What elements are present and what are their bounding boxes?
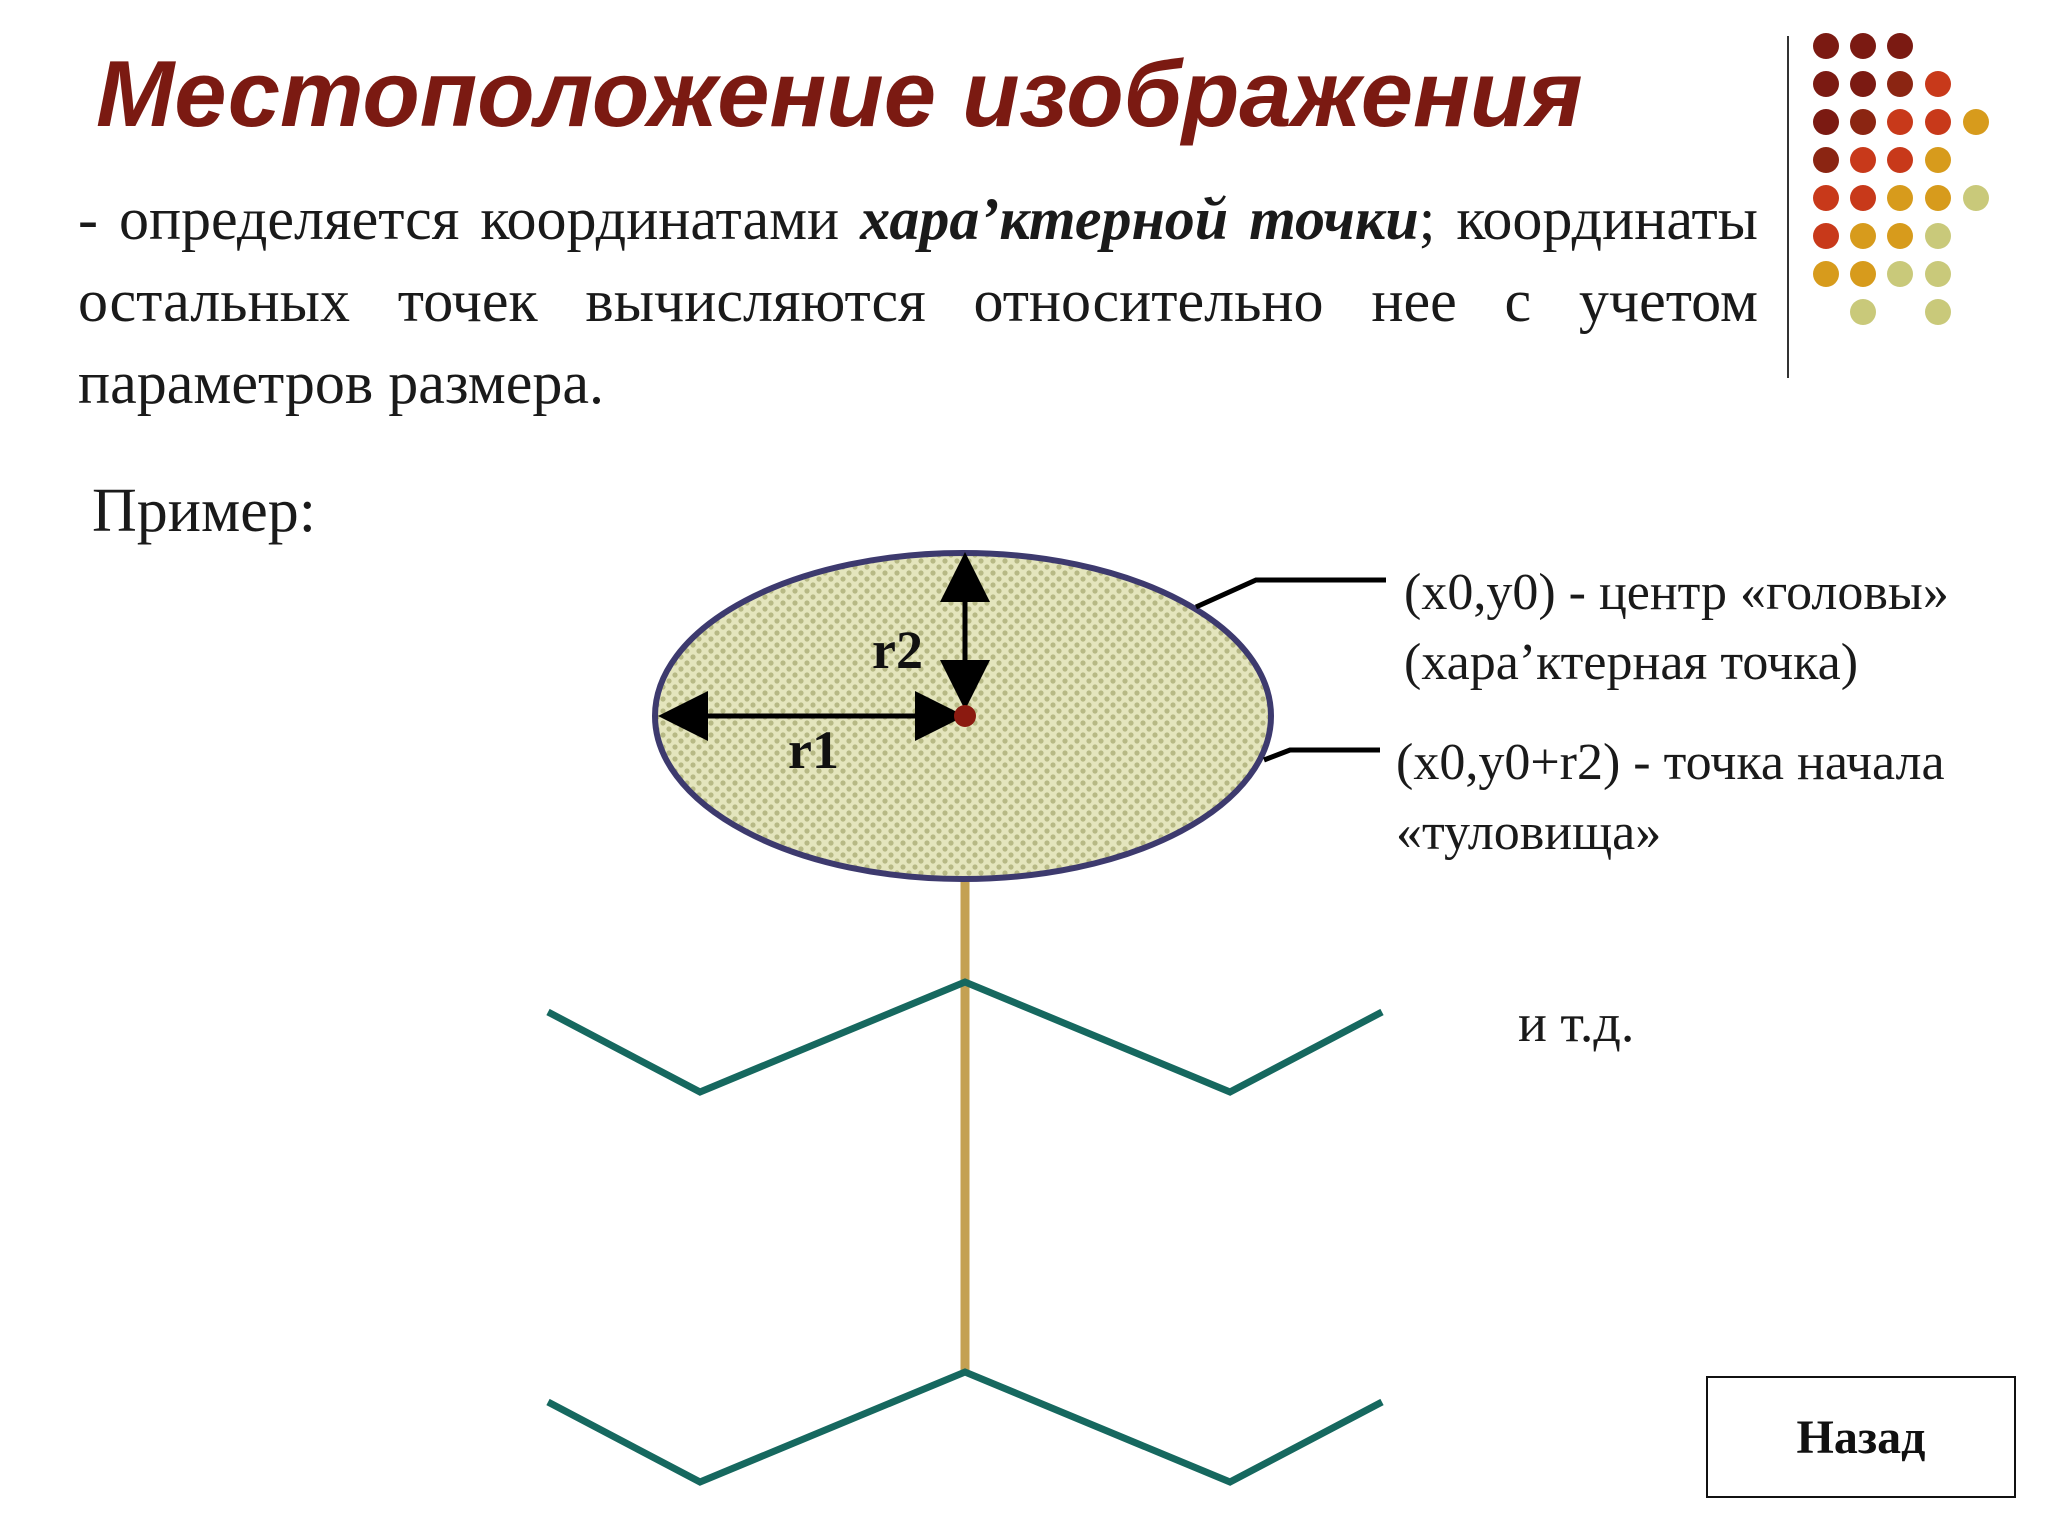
r1-label: r1 <box>788 720 839 780</box>
back-button[interactable]: Назад <box>1706 1376 2016 1498</box>
back-button-label: Назад <box>1796 1410 1926 1464</box>
arms <box>546 978 1384 1096</box>
callout-body-line1: (x0,y0+r2) - точка начала <box>1396 734 1945 791</box>
slide-title: Местоположение изображения <box>96 41 1583 146</box>
callout-body-line2: «туловища» <box>1396 804 1662 861</box>
divider-line <box>1787 36 1789 378</box>
description-suffix: ; координаты остальных точек вычисляются… <box>78 186 1758 416</box>
center-point <box>954 705 976 727</box>
legs <box>546 1368 1384 1486</box>
etc-label: и т.д. <box>1518 993 1635 1053</box>
r2-label: r2 <box>872 620 923 680</box>
callout-characteristic-point: (x0,y0) - центр «головы» (хара’ктерная т… <box>1404 558 1949 698</box>
description-text: - определяется координатами хара’ктерной… <box>78 178 1758 424</box>
example-label: Пример: <box>92 477 316 545</box>
characteristic-point-term: хара’ктерной точки <box>860 186 1419 252</box>
decorative-dot-grid <box>1813 33 1989 325</box>
description-prefix: - определяется координатами <box>78 186 861 252</box>
callout-center-line1: (x0,y0) - центр «головы» <box>1404 564 1949 621</box>
leader-line-center <box>1194 577 1386 610</box>
callout-center-line2: (хара’ктерная точка) <box>1404 634 1859 691</box>
callout-body-start: (x0,y0+r2) - точка начала «туловища» <box>1396 728 1945 868</box>
leader-line-body <box>1263 747 1380 763</box>
